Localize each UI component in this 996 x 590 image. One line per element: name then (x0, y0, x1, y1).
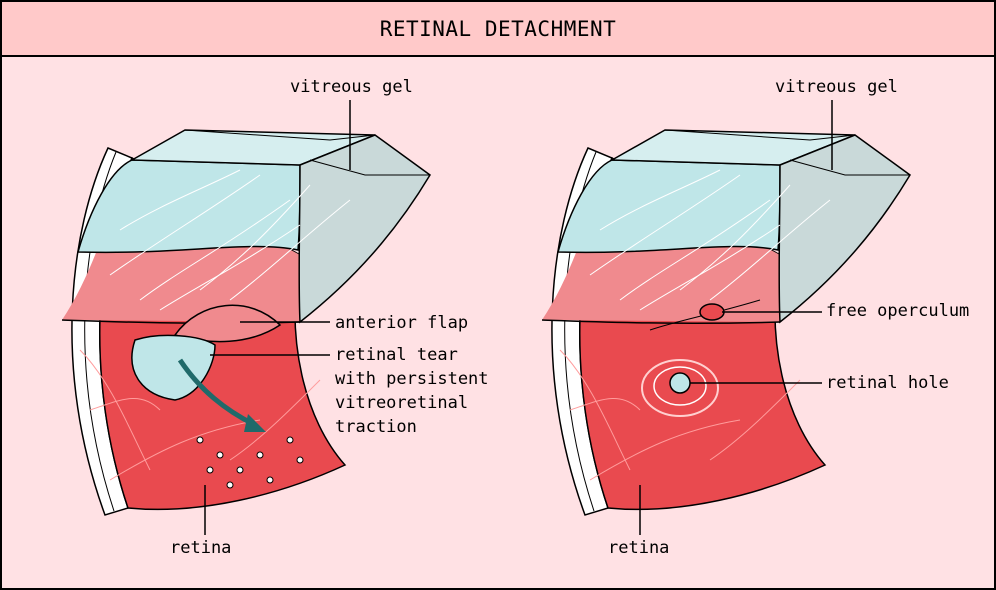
left-label-retinal-tear-4: traction (335, 417, 417, 437)
left-label-retinal-tear-2: with persistent (335, 369, 489, 389)
left-label-retinal-tear-3: vitreoretinal (335, 393, 468, 413)
right-label-vitreous-gel: vitreous gel (775, 77, 898, 97)
left-label-anterior-flap: anterior flap (335, 313, 468, 333)
left-label-vitreous-gel: vitreous gel (290, 77, 413, 97)
figure-title: RETINAL DETACHMENT (380, 17, 617, 41)
right-label-retinal-hole: retinal hole (826, 373, 949, 393)
right-label-retina: retina (608, 538, 669, 558)
right-label-free-operculum: free operculum (826, 301, 969, 321)
right-retinal-hole (670, 373, 690, 393)
left-label-retina: retina (170, 538, 231, 558)
right-free-operculum (700, 304, 724, 320)
left-label-retinal-tear-1: retinal tear (335, 345, 458, 365)
